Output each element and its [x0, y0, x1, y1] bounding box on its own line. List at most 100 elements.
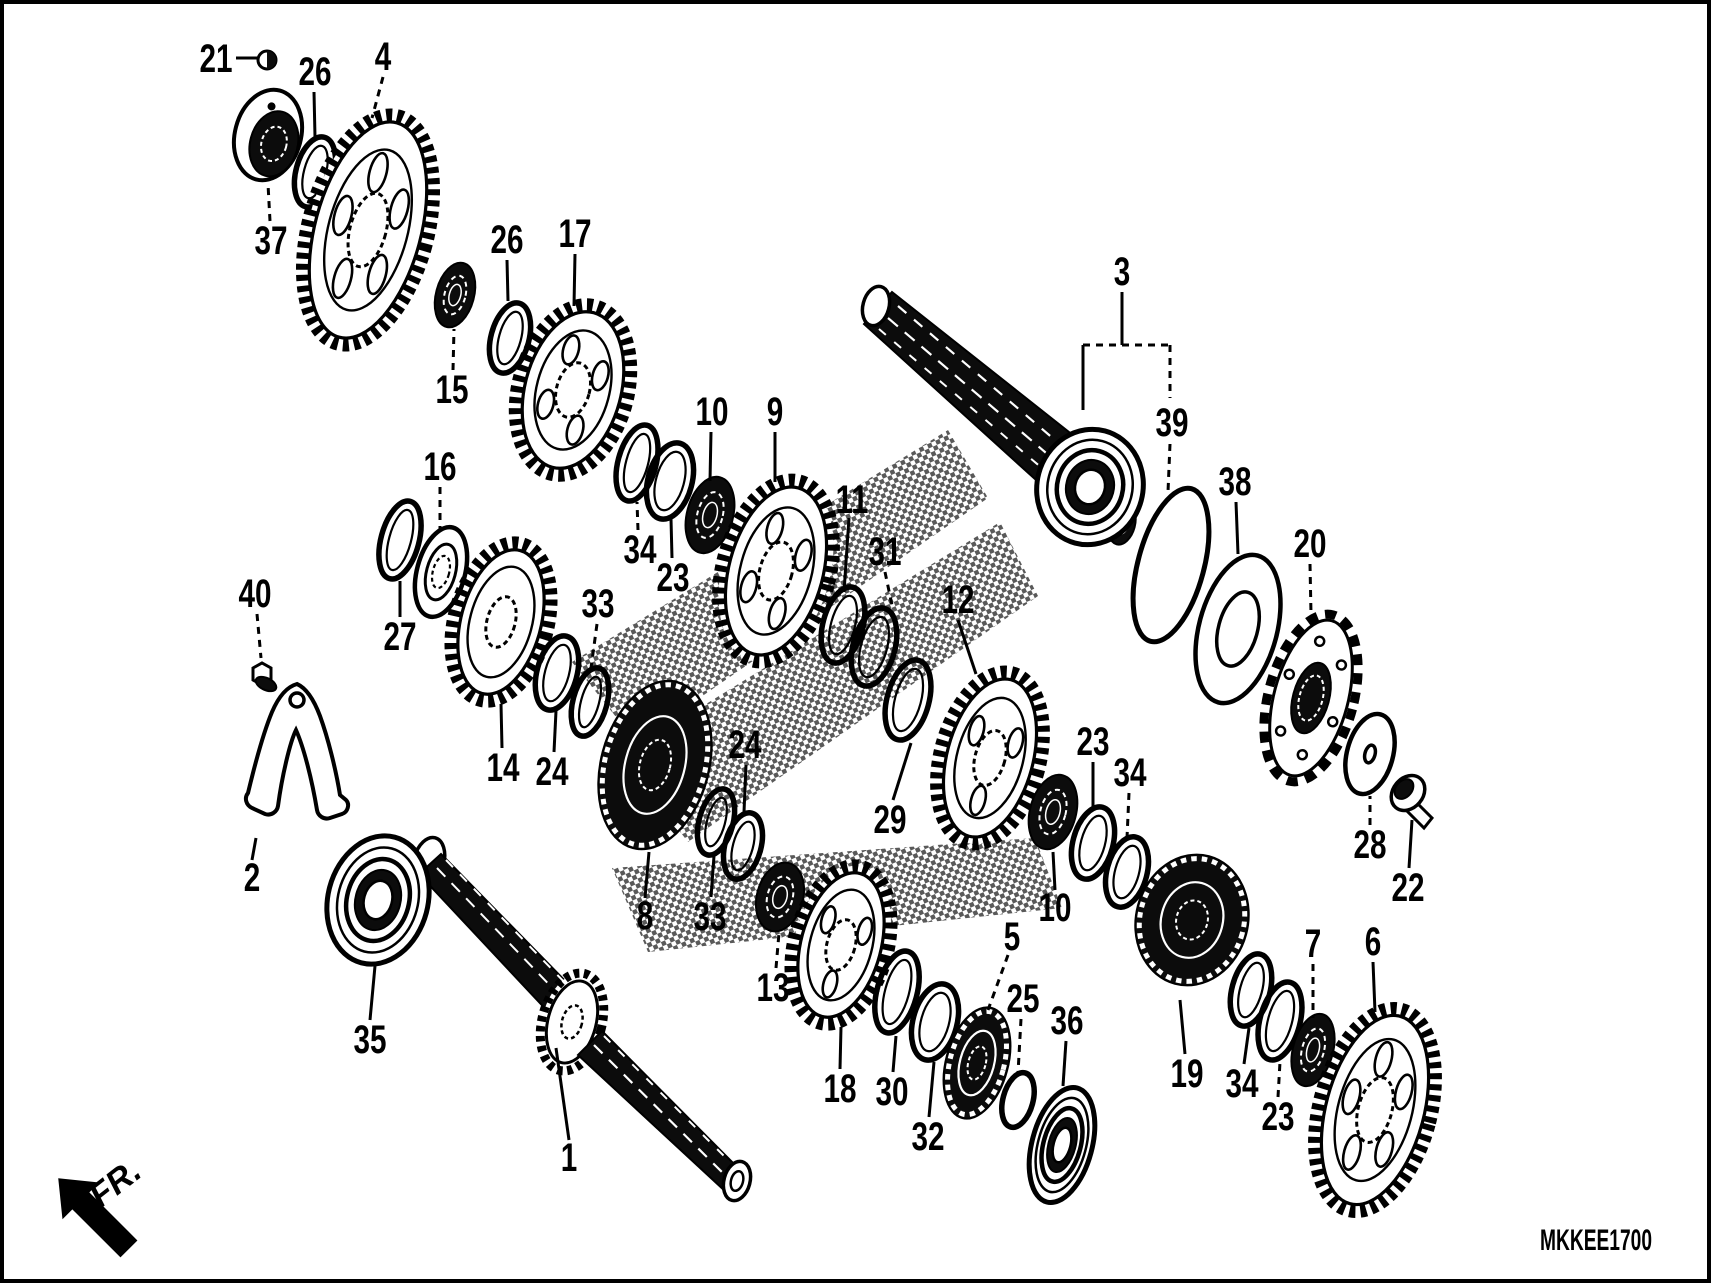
part-gear-9	[712, 473, 840, 669]
part-number-29: 29	[874, 798, 907, 842]
part-number-33: 33	[694, 895, 727, 939]
part-number-23: 23	[1077, 720, 1110, 764]
speckle-band-2	[622, 522, 1038, 842]
callout-23: 23	[657, 518, 690, 600]
pin-21	[256, 49, 278, 71]
part-gear-4	[295, 108, 441, 352]
part-bushing-13	[755, 861, 805, 933]
callout-15: 15	[436, 328, 469, 412]
part-number-30: 30	[876, 1070, 909, 1114]
part-number-38: 38	[1219, 460, 1252, 504]
part-bushing-cup-37	[231, 87, 305, 183]
part-snapring-23a	[643, 440, 697, 522]
callout-31: 31	[869, 530, 902, 611]
part-washer-11	[818, 584, 868, 666]
part-number-24: 24	[729, 723, 763, 767]
part-number-5: 5	[1004, 915, 1021, 959]
part-number-32: 32	[912, 1115, 945, 1159]
callout-36: 36	[1051, 999, 1084, 1087]
part-gear-6	[1308, 1002, 1442, 1218]
part-number-12: 12	[942, 578, 975, 622]
callout-26: 26	[491, 218, 524, 302]
bolt-40	[251, 661, 278, 693]
part-number-20: 20	[1294, 522, 1327, 566]
part-number-10: 10	[696, 390, 729, 434]
callout-38: 38	[1219, 460, 1252, 555]
callout-37: 37	[255, 183, 288, 263]
part-number-34: 34	[1114, 751, 1148, 795]
part-bushing-15	[433, 261, 477, 329]
shift-fork-2	[243, 681, 351, 821]
callout-21: 21	[200, 37, 257, 81]
part-number-18: 18	[824, 1067, 857, 1111]
part-number-33: 33	[582, 582, 615, 626]
callout-3: 3	[1081, 250, 1172, 410]
callout-22: 22	[1392, 819, 1425, 910]
part-number-24: 24	[536, 750, 570, 794]
parts-layer	[231, 87, 1442, 1218]
part-number-34: 34	[1226, 1062, 1260, 1106]
part-number-19: 19	[1171, 1052, 1204, 1096]
part-snapring-23c	[1255, 979, 1305, 1063]
part-number-40: 40	[239, 572, 272, 616]
part-gear-5	[942, 1006, 1012, 1120]
part-number-10: 10	[1039, 886, 1072, 930]
callout-23: 23	[1262, 1061, 1295, 1139]
callout-20: 20	[1294, 522, 1327, 615]
part-washer-24b	[720, 810, 766, 882]
part-washer-34a	[613, 422, 661, 504]
part-gear-12	[930, 665, 1050, 851]
part-washer-31	[848, 605, 900, 689]
callout-5: 5	[986, 915, 1021, 1011]
part-washer-34b	[1102, 834, 1152, 910]
part-gear-19	[1134, 853, 1250, 987]
part-number-9: 9	[767, 390, 784, 434]
part-number-22: 22	[1392, 866, 1425, 910]
part-number-1: 1	[561, 1136, 578, 1180]
callout-39: 39	[1156, 401, 1189, 493]
callout-19: 19	[1171, 999, 1204, 1096]
part-number-7: 7	[1305, 922, 1322, 966]
part-number-36: 36	[1051, 999, 1084, 1043]
part-bearing-36	[1026, 1084, 1098, 1206]
part-number-16: 16	[424, 445, 457, 489]
callout-23: 23	[1077, 720, 1110, 808]
callout-35: 35	[354, 965, 387, 1062]
callout-4: 4	[370, 35, 392, 119]
part-washer-28	[1343, 711, 1397, 797]
callout-10: 10	[1039, 851, 1072, 930]
part-stopper-ring-39	[1130, 485, 1212, 645]
part-number-23: 23	[657, 556, 690, 600]
part-number-25: 25	[1007, 977, 1040, 1021]
part-number-14: 14	[487, 746, 521, 790]
part-number-13: 13	[757, 966, 790, 1010]
part-number-2: 2	[244, 856, 261, 900]
callout-34: 34	[1226, 1027, 1260, 1106]
part-number-8: 8	[637, 894, 654, 938]
part-number-3: 3	[1114, 250, 1131, 294]
part-gear-17	[508, 298, 638, 482]
callout-24: 24	[536, 710, 570, 794]
callout-12: 12	[942, 578, 978, 675]
part-gear-18	[784, 859, 898, 1031]
callout-11: 11	[836, 478, 869, 593]
callout-27: 27	[384, 581, 417, 659]
part-washer-24a	[532, 633, 582, 713]
callout-17: 17	[559, 212, 592, 307]
callout-33: 33	[694, 855, 727, 939]
part-washer-33a	[568, 665, 612, 739]
part-number-39: 39	[1156, 401, 1189, 445]
callout-6: 6	[1365, 920, 1381, 1013]
fr-arrow: FR.	[58, 1151, 149, 1258]
part-number-28: 28	[1354, 823, 1387, 867]
callout-1: 1	[554, 1047, 578, 1180]
part-bushing-10b	[1027, 773, 1079, 851]
part-snapring-23b	[1068, 804, 1118, 882]
part-lockwasher-32	[908, 981, 962, 1063]
callout-25: 25	[1007, 977, 1040, 1074]
callout-30: 30	[876, 1035, 909, 1114]
